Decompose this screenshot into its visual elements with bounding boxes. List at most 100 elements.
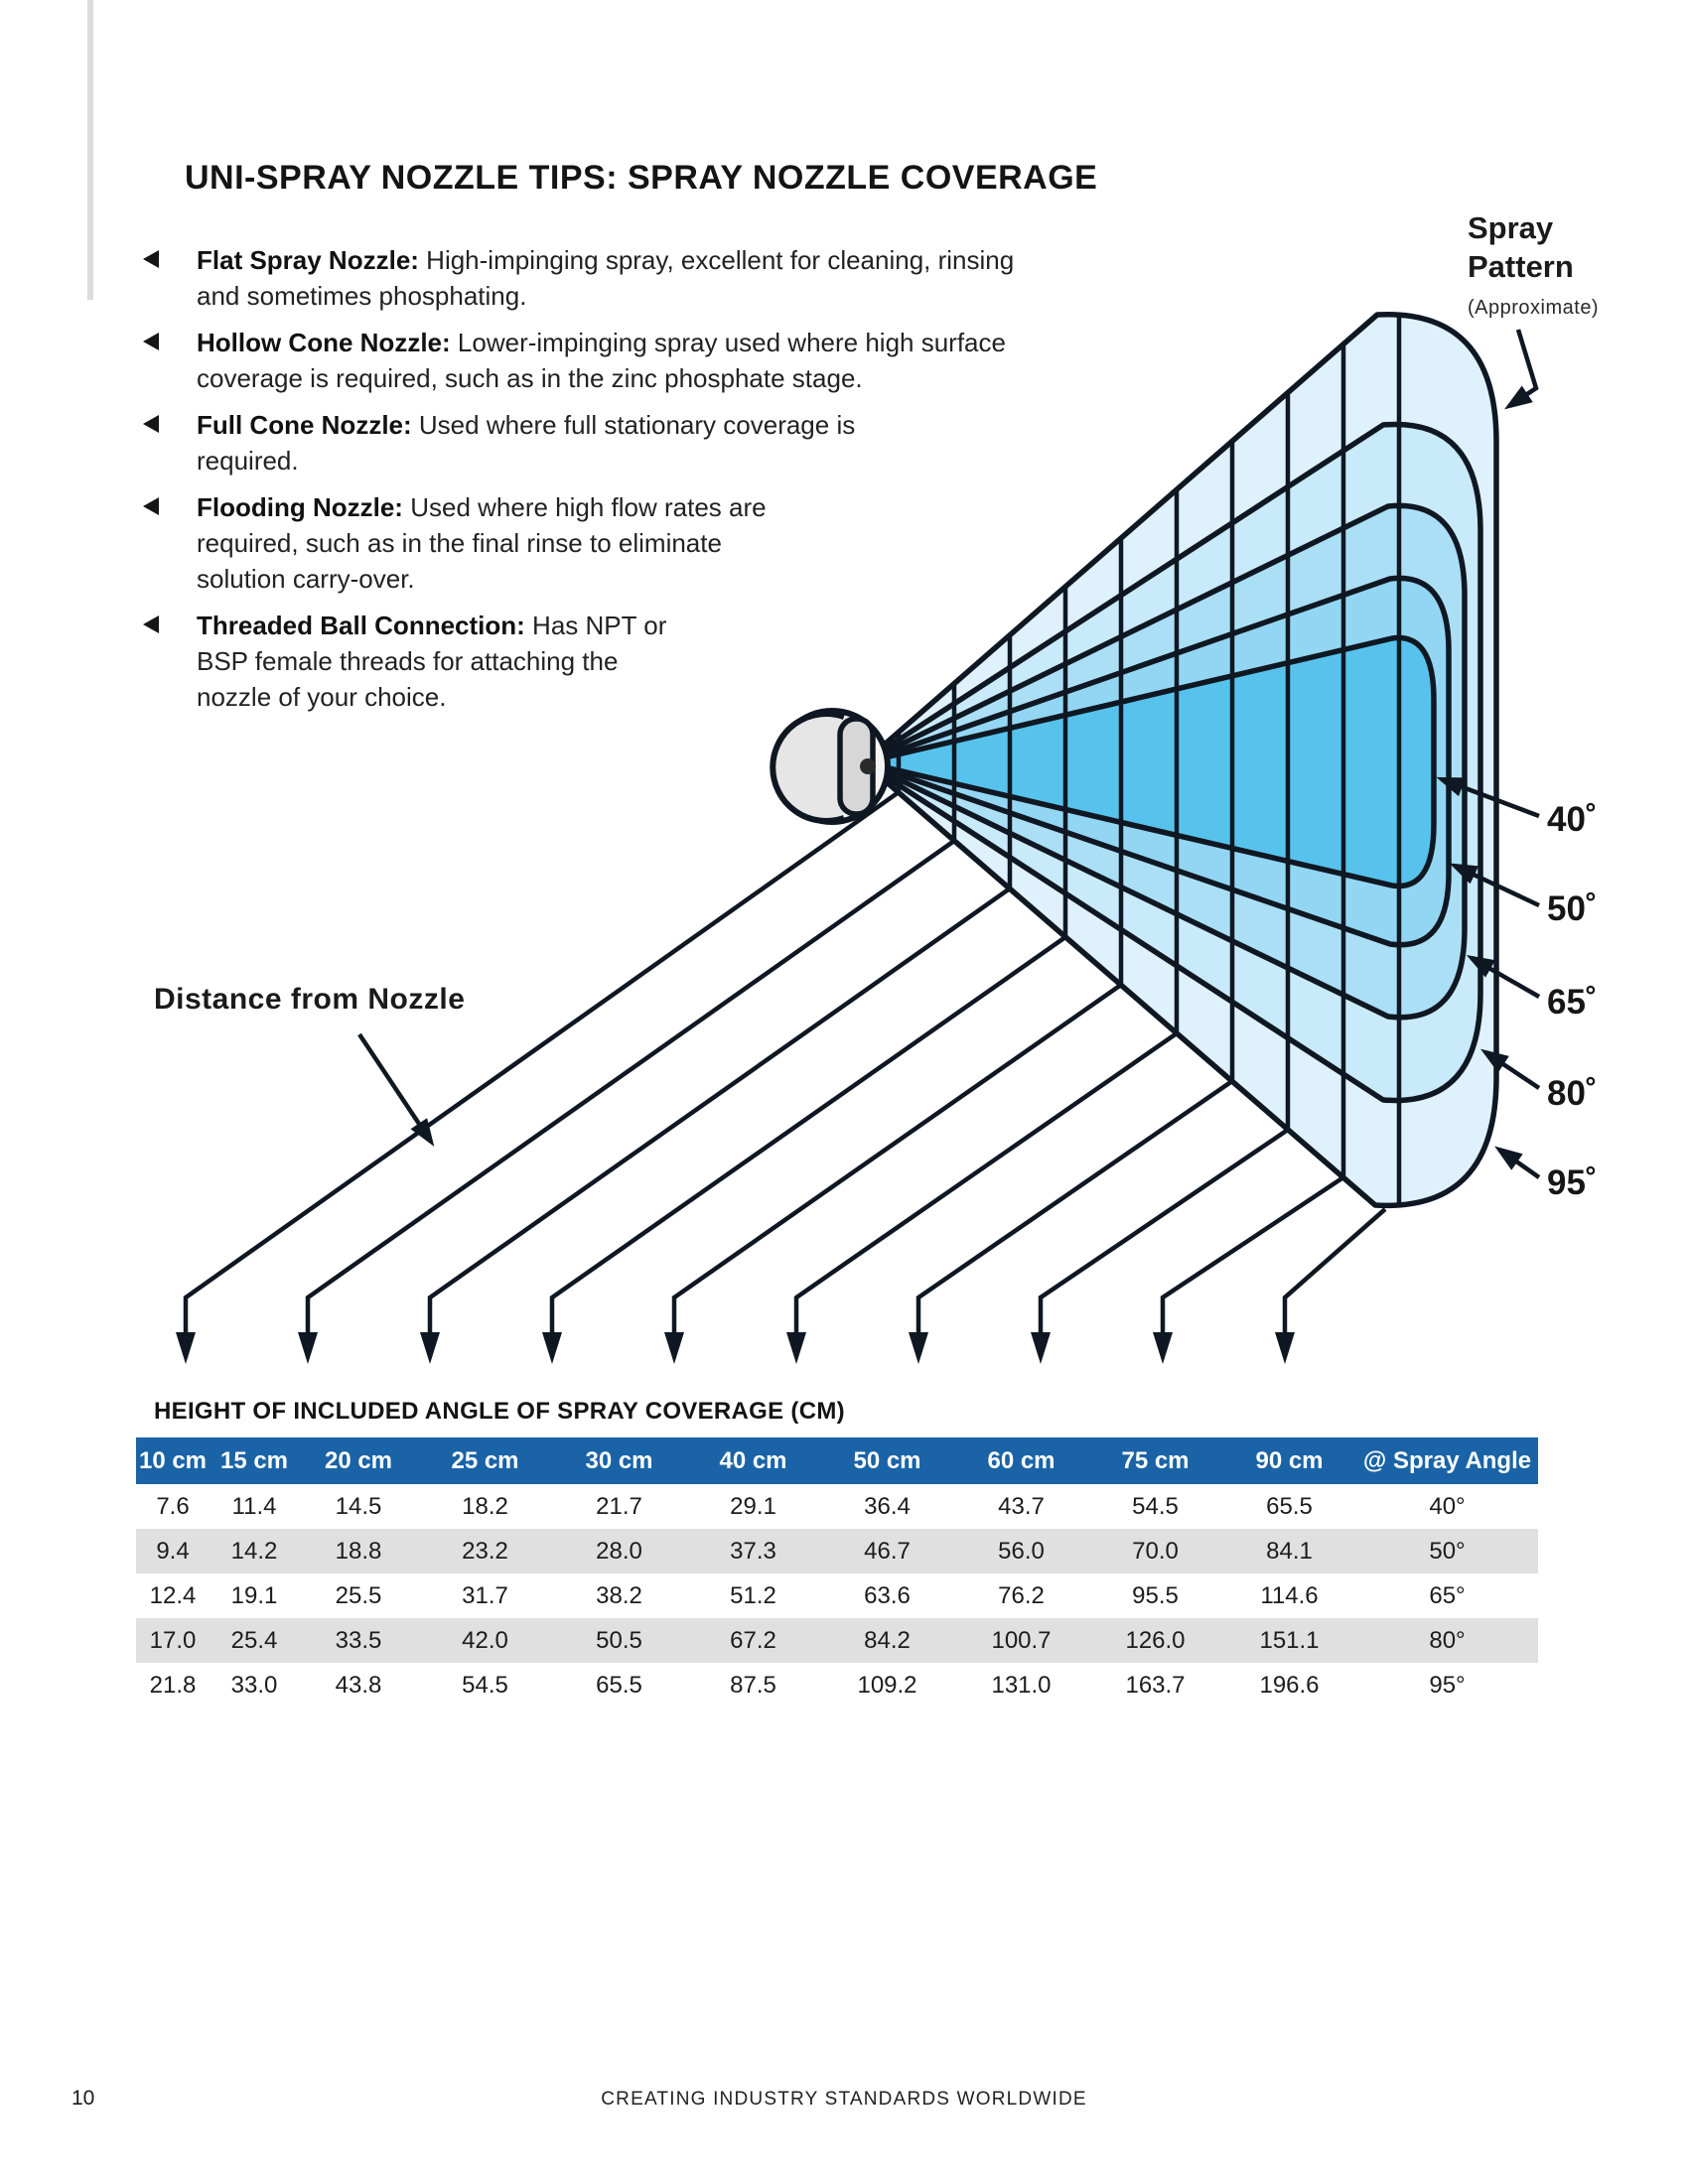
nozzle-ball (770, 708, 891, 825)
bullet-term: Flooding Nozzle: (197, 492, 403, 522)
bullet-desc: High-impinging spray, excellent for clea… (197, 245, 1015, 311)
column-header: 50 cm (853, 1446, 921, 1474)
table-cell: 18.2 (462, 1492, 508, 1520)
angle-label-40: 40˚ (1547, 800, 1598, 839)
table-cell: 19.1 (230, 1581, 278, 1609)
table-cell: 163.7 (1125, 1671, 1186, 1699)
approximate-label: (Approximate) (1468, 297, 1600, 319)
table-cell: 65° (1429, 1581, 1466, 1609)
table-cell: 18.8 (335, 1537, 382, 1565)
table-cell: 9.4 (156, 1537, 190, 1565)
nozzle-bullet-list: Flat Spray Nozzle: High-impinging spray,… (141, 242, 1094, 726)
table-cell: 37.3 (730, 1537, 776, 1565)
table-cell: 65.5 (1266, 1492, 1313, 1520)
table-cell: 46.7 (864, 1537, 911, 1565)
bullet-desc: Used where high flow rates are required,… (197, 492, 767, 594)
table-cell: 50.5 (596, 1626, 642, 1654)
table-cell: 100.7 (991, 1626, 1052, 1654)
column-header: 60 cm (987, 1446, 1055, 1474)
table-cell: 50° (1429, 1537, 1466, 1565)
bullet-triangle-icon (143, 250, 159, 268)
distance-leader-lines (183, 790, 1387, 1334)
table-cell: 51.2 (730, 1581, 776, 1609)
coverage-table: 10 cm 15 cm 20 cm 25 cm 30 cm 40 cm 50 cm 60 cm… (136, 1437, 1538, 1707)
table-cell: 131.0 (991, 1671, 1052, 1699)
spray-pattern-label: Spray Pattern (Approximate) (1468, 208, 1599, 328)
table-cell: 95.5 (1132, 1581, 1179, 1609)
table-cell: 67.2 (730, 1626, 776, 1654)
bullet-triangle-icon (143, 415, 159, 433)
table-cell: 25.4 (230, 1626, 278, 1654)
table-cell: 70.0 (1132, 1537, 1179, 1565)
angle-label-50: 50˚ (1547, 889, 1598, 928)
list-item: Full Cone Nozzle: Used where full statio… (141, 407, 915, 478)
column-header: 90 cm (1255, 1446, 1324, 1474)
angle-arrow-80 (1480, 1048, 1541, 1090)
list-item: Flat Spray Nozzle: High-impinging spray,… (141, 242, 1029, 314)
table-row: 17.0 25.4 33.5 42.0 50.5 67.2 84.2 100.7 126.0 15… (136, 1618, 1538, 1663)
left-margin-rule (87, 0, 93, 300)
bullet-desc: Has NPT or BSP female threads for attach… (197, 611, 667, 712)
table-cell: 43.7 (998, 1492, 1045, 1520)
table-cell: 40° (1429, 1492, 1466, 1520)
table-cell: 87.5 (730, 1671, 776, 1699)
table-cell: 63.6 (864, 1581, 911, 1609)
column-header: 10 cm (138, 1446, 208, 1474)
distance-arrowheads (176, 1332, 1295, 1364)
spray-coverage-diagram (176, 312, 1541, 1364)
table-cell: 42.0 (462, 1626, 508, 1654)
table-cell: 126.0 (1125, 1626, 1186, 1654)
table-cell: 14.2 (230, 1537, 278, 1565)
bullet-triangle-icon (143, 615, 159, 633)
table-cell: 14.5 (335, 1492, 382, 1520)
table-cell: 17.0 (149, 1626, 197, 1654)
table-cell: 31.7 (462, 1581, 508, 1609)
bullet-desc: Used where full stationary coverage is r… (197, 410, 856, 476)
table-cell: 7.6 (156, 1492, 190, 1520)
column-header: 20 cm (324, 1446, 393, 1474)
column-header: @ Spray Angle (1362, 1446, 1532, 1474)
table-caption: HEIGHT OF INCLUDED ANGLE OF SPRAY COVERA… (154, 1398, 845, 1425)
table-cell: 65.5 (596, 1671, 642, 1699)
angle-arrow-95 (1494, 1146, 1541, 1179)
angle-arrow-50 (1449, 863, 1540, 908)
list-item: Flooding Nozzle: Used where high flow ra… (141, 489, 812, 597)
bullet-desc: Lower-impinging spray used where high su… (197, 328, 1006, 393)
table-cell: 12.4 (149, 1581, 197, 1609)
table-cell: 151.1 (1259, 1626, 1320, 1654)
distance-arrow (357, 1032, 435, 1147)
table-header-row: 10 cm 15 cm 20 cm 25 cm 30 cm 40 cm 50 cm 60 cm… (136, 1437, 1538, 1484)
column-header: 15 cm (219, 1446, 289, 1474)
table-cell: 80° (1429, 1626, 1466, 1654)
table-cell: 21.7 (596, 1492, 642, 1520)
angle-label-80: 80˚ (1547, 1074, 1598, 1113)
column-header: 40 cm (719, 1446, 787, 1474)
bullet-term: Flat Spray Nozzle: (197, 245, 419, 275)
footer-tagline: CREATING INDUSTRY STANDARDS WORLDWIDE (601, 2089, 1087, 2110)
page-title: UNI-SPRAY NOZZLE TIPS: SPRAY NOZZLE COVE… (185, 159, 1098, 197)
bullet-term: Threaded Ball Connection: (197, 611, 525, 640)
page-number: 10 (71, 2087, 95, 2110)
spray-wedge-40 (861, 634, 1437, 889)
table-cell: 54.5 (462, 1671, 508, 1699)
table-cell: 76.2 (998, 1581, 1045, 1609)
table-cell: 109.2 (857, 1671, 917, 1699)
table-cell: 43.8 (335, 1671, 382, 1699)
column-header: 75 cm (1121, 1446, 1190, 1474)
table-cell: 21.8 (149, 1671, 197, 1699)
column-header: 25 cm (451, 1446, 519, 1474)
table-cell: 84.1 (1266, 1537, 1313, 1565)
list-item: Hollow Cone Nozzle: Lower-impinging spra… (141, 325, 1082, 396)
spray-pattern-arrow (1504, 329, 1539, 410)
table-cell: 54.5 (1132, 1492, 1179, 1520)
table-cell: 84.2 (864, 1626, 911, 1654)
table-cell: 33.5 (335, 1626, 382, 1654)
column-header: 30 cm (585, 1446, 653, 1474)
table-cell: 11.4 (231, 1492, 277, 1520)
table-cell: 36.4 (864, 1492, 911, 1520)
table-cell: 28.0 (596, 1537, 642, 1565)
distance-from-nozzle-label: Distance from Nozzle (154, 983, 466, 1016)
